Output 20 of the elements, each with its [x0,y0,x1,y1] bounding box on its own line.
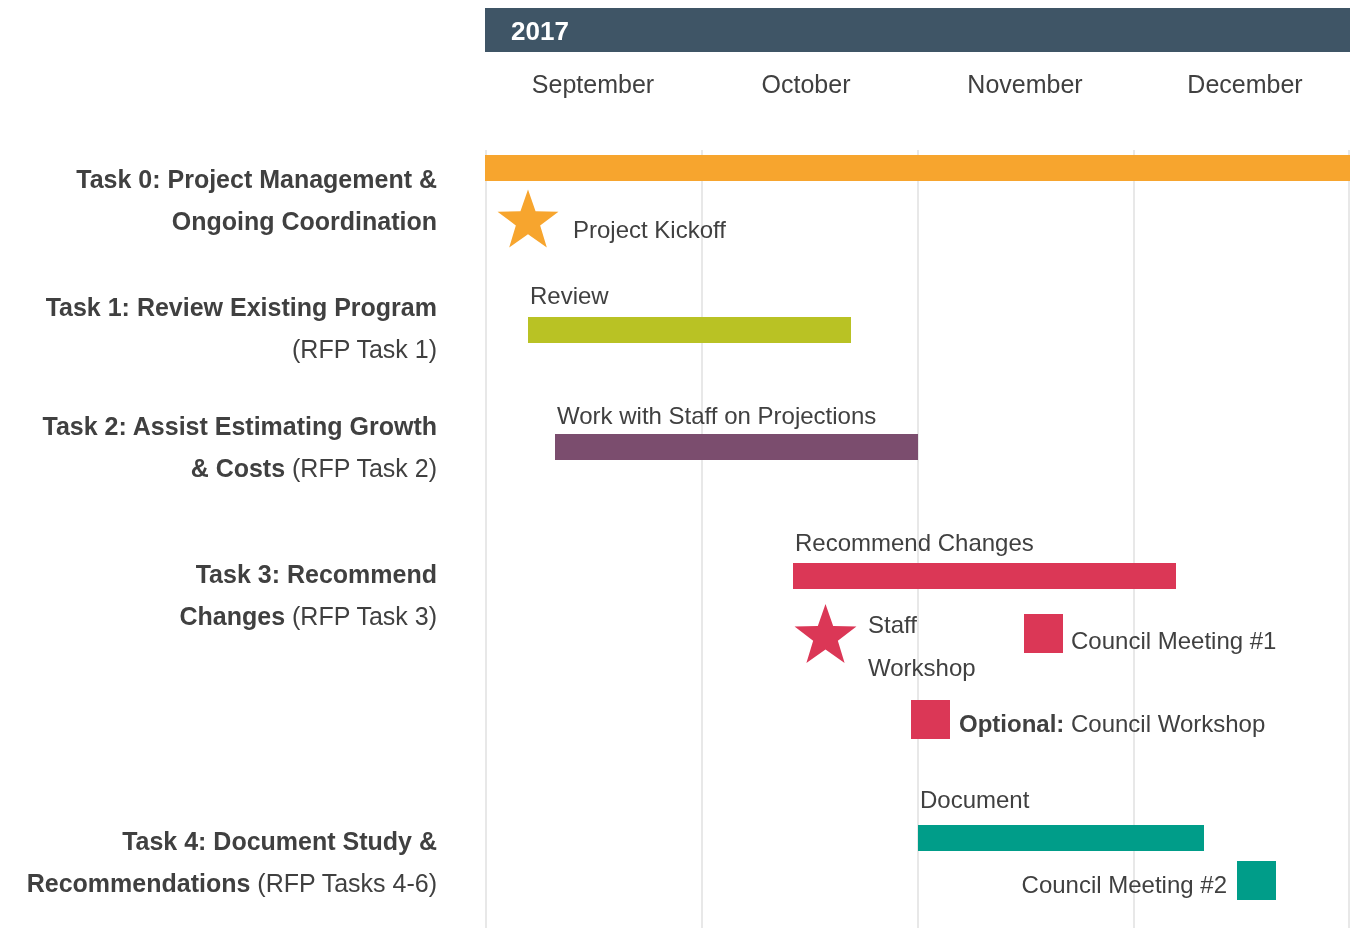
milestone-label: Council Meeting #2 [1021,870,1227,900]
month-label: October [761,70,851,99]
task-label: Task 3: Recommend Changes (RFP Task 3) [178,559,437,632]
milestone-label: Project Kickoff [573,215,726,245]
bar-label: Document [920,786,1030,814]
task-label: Task 1: Review Existing Program (RFP Task 1) [44,292,437,365]
task-label: Task 4: Document Study & Recommendations (RFP Tasks 4-6) [25,826,437,899]
month-label: November [967,70,1083,99]
milestone-label: Staff Workshop [868,610,977,683]
milestone-label: Council Meeting #1 [1071,626,1277,656]
month-label: September [531,70,655,99]
milestone-label: Optional: Council Workshop [959,709,1266,739]
task-bar [485,155,1350,181]
bar-label: Review [530,282,609,310]
year-label: 2017 [511,16,569,47]
month-label: December [1187,70,1303,99]
task-label: Task 2: Assist Estimating Growth & Costs (RFP Task 2) [41,411,437,484]
bar-label: Recommend Changes [795,529,1034,557]
task-label: Task 0: Project Management & Ongoing Coordination [75,164,437,237]
bar-label: Work with Staff on Projections [557,402,877,430]
